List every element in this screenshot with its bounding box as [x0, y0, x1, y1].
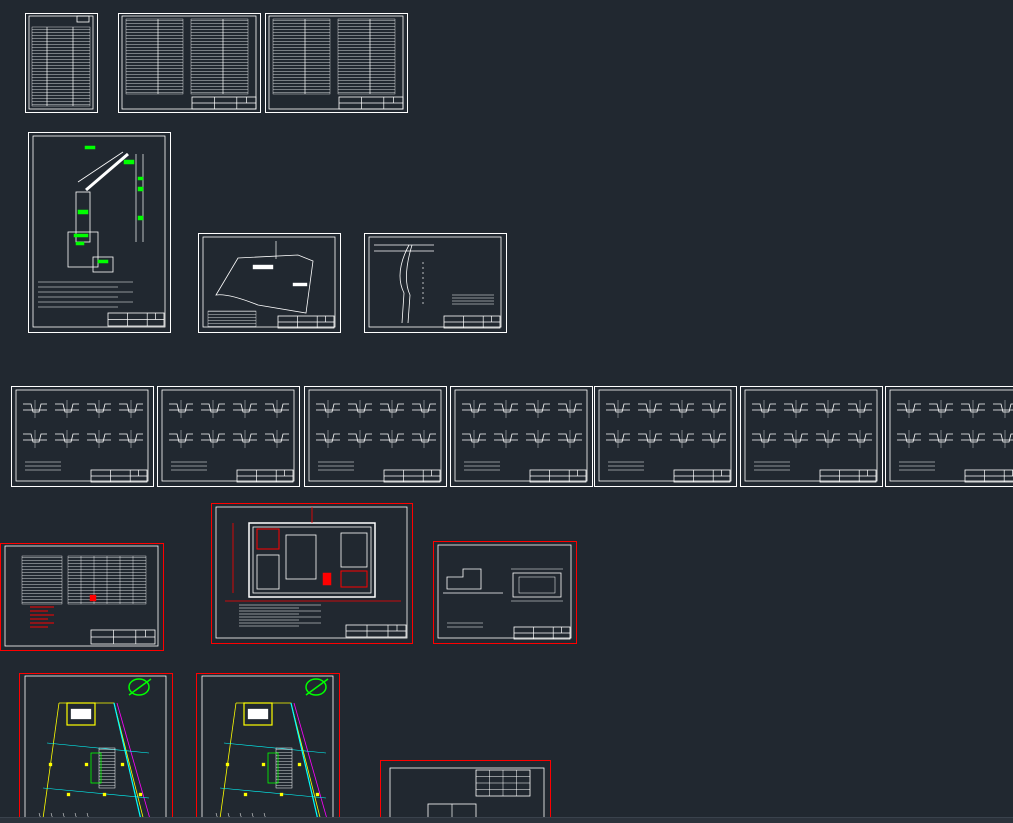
sheet-sections-5[interactable] — [595, 387, 737, 487]
sheet-sections-1[interactable] — [12, 387, 154, 487]
sheet-border — [365, 234, 507, 333]
sheet-master-plan-1[interactable] — [20, 674, 173, 823]
sheet-master-plan-2[interactable] — [197, 674, 340, 823]
sheet-detail[interactable] — [434, 542, 577, 644]
sheet-schedule[interactable] — [1, 544, 164, 651]
sheet-boundary[interactable] — [199, 234, 341, 333]
sheet-spec-1[interactable] — [119, 14, 261, 113]
sheet-border — [29, 133, 171, 333]
sheet-site-plan[interactable] — [29, 133, 171, 333]
sheet-sections-2[interactable] — [158, 387, 300, 487]
sheet-border — [305, 387, 447, 487]
sheet-border — [886, 387, 1013, 487]
sheet-border — [451, 387, 593, 487]
sheet-sections-4[interactable] — [451, 387, 593, 487]
sheet-border — [158, 387, 300, 487]
sheet-border — [212, 504, 413, 644]
sheet-route[interactable] — [365, 234, 507, 333]
sheet-border — [595, 387, 737, 487]
sheet-spec-2[interactable] — [266, 14, 408, 113]
sheet-sections-6[interactable] — [741, 387, 883, 487]
sheet-border — [197, 674, 340, 823]
sheet-sections-3[interactable] — [305, 387, 447, 487]
sheet-index[interactable] — [26, 14, 98, 113]
sheet-building-plan[interactable] — [212, 504, 413, 644]
model-space-edge — [0, 817, 1013, 823]
sheet-border — [741, 387, 883, 487]
sheet-title-block[interactable] — [381, 761, 551, 823]
sheet-sections-7[interactable] — [886, 387, 1013, 487]
sheet-border — [12, 387, 154, 487]
